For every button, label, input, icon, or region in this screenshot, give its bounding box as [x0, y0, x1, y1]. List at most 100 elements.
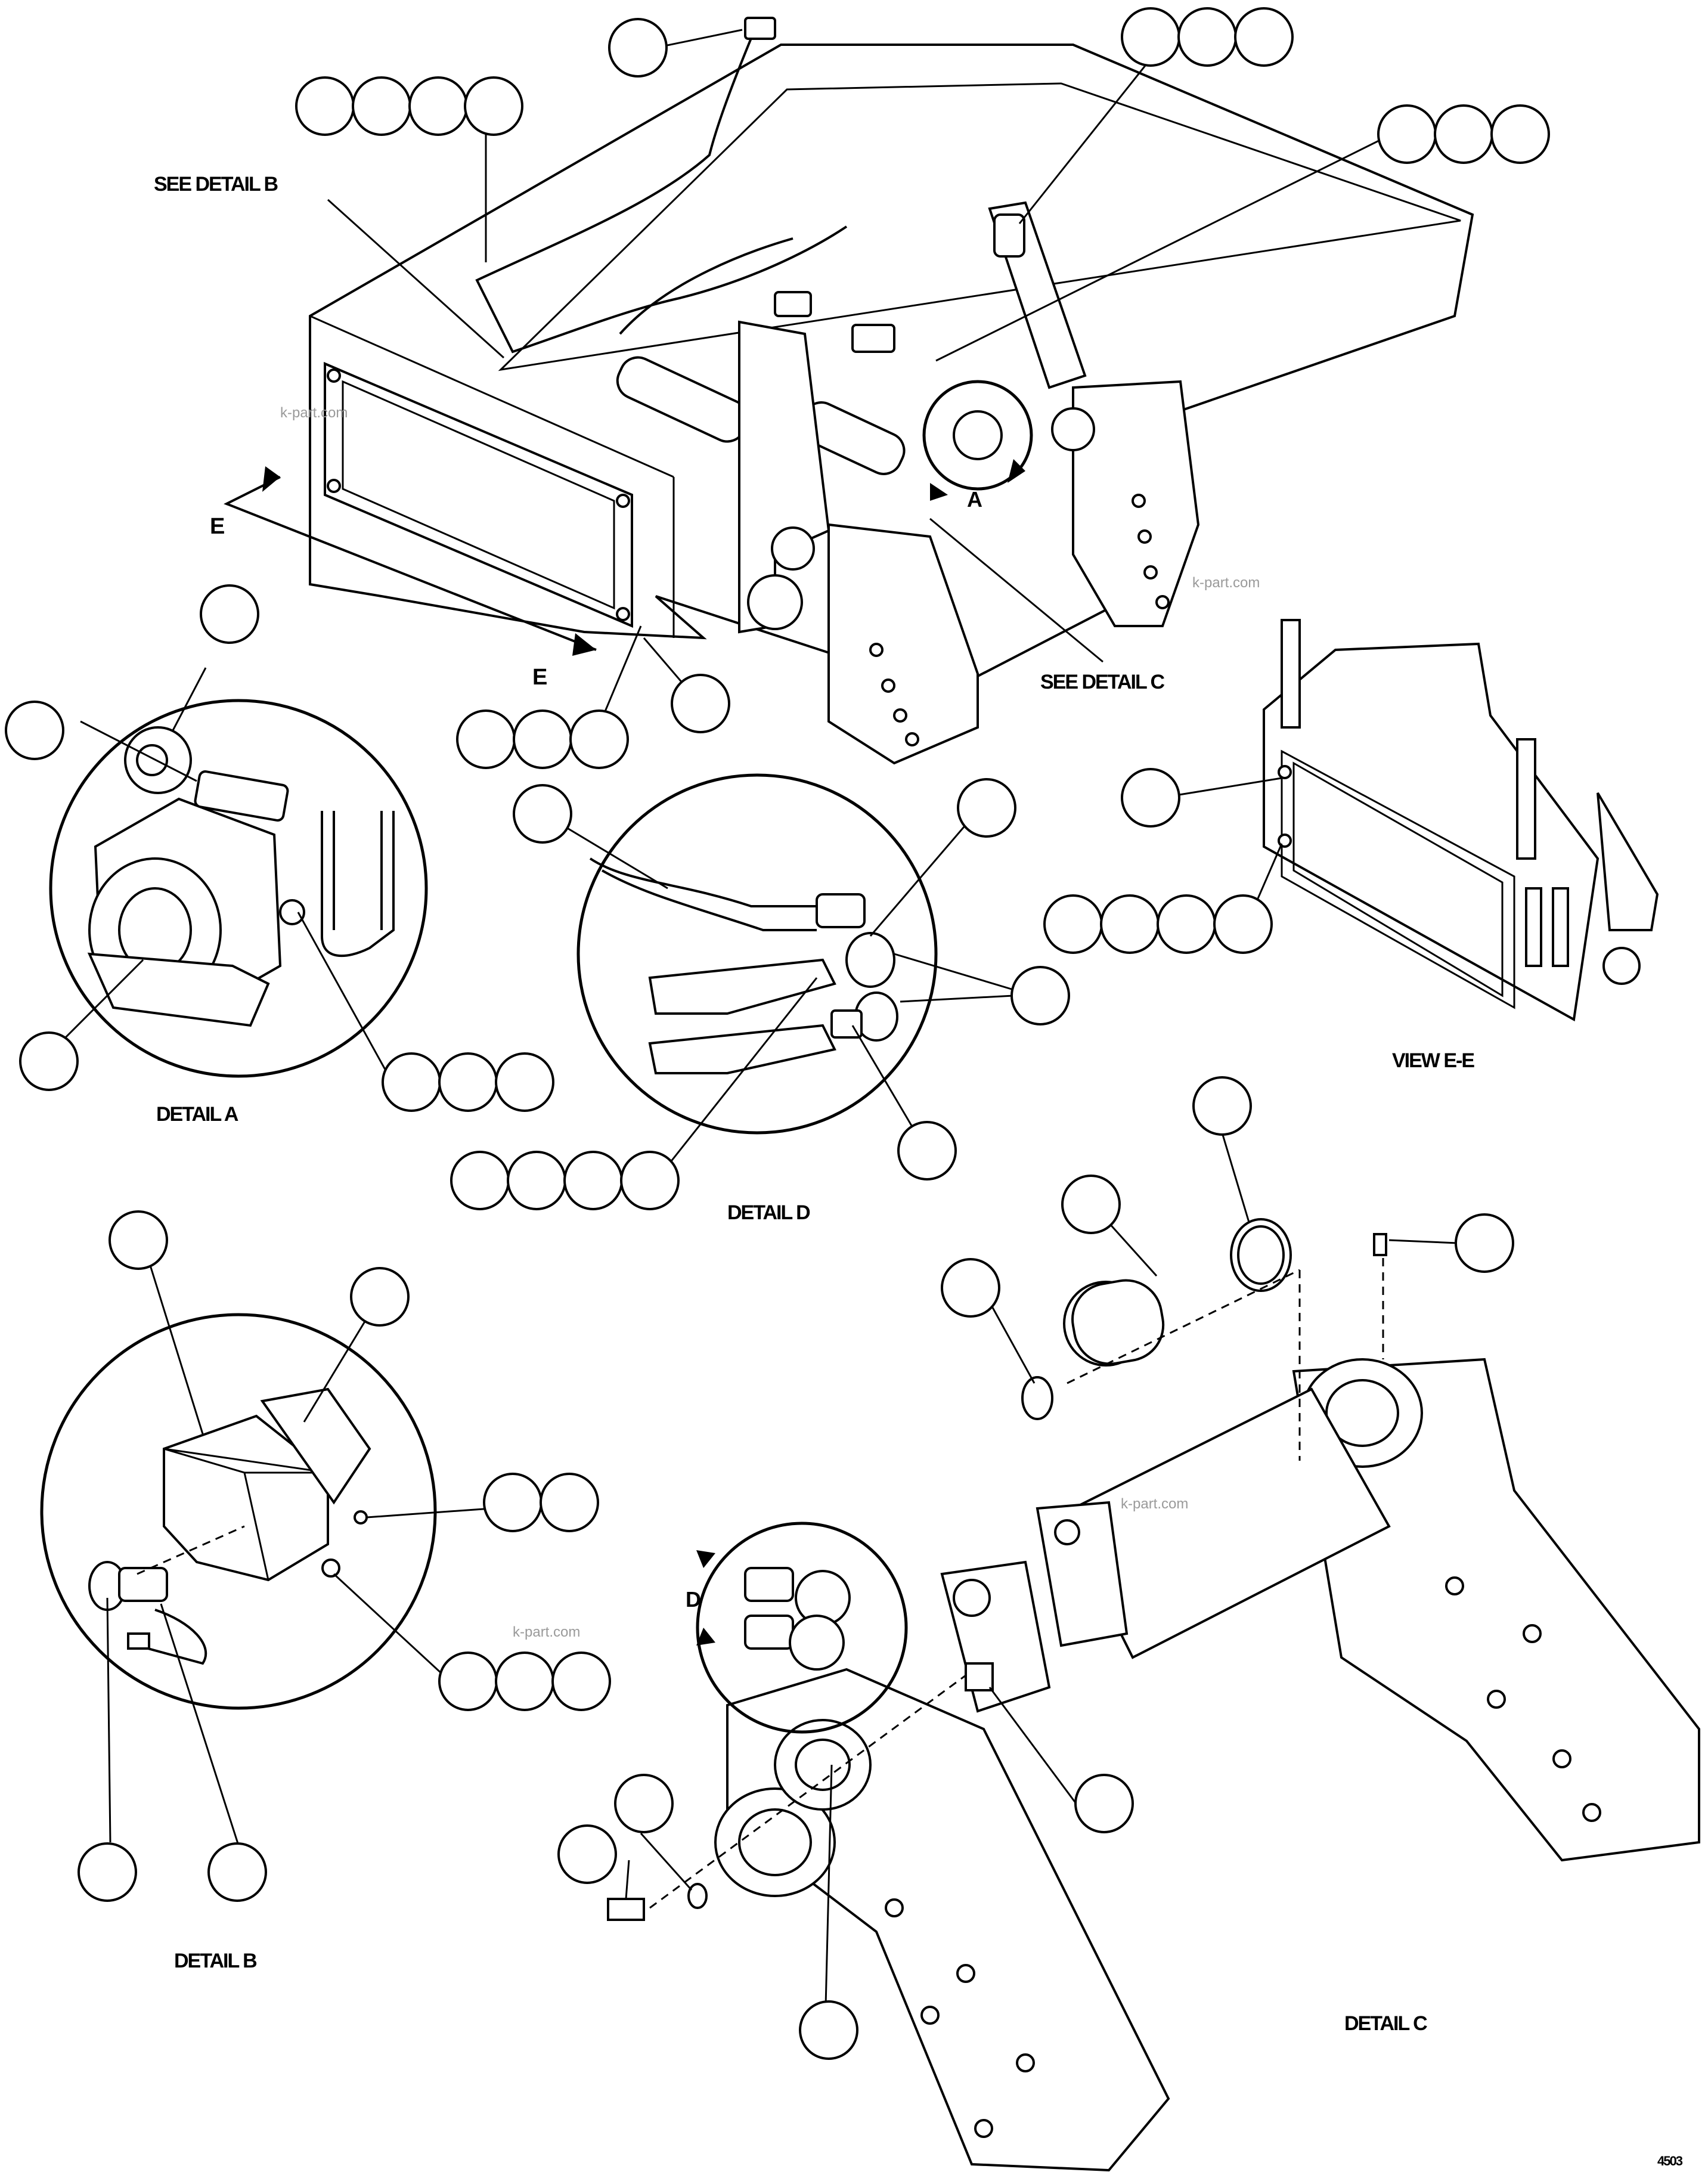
callout-bubble	[1157, 894, 1216, 954]
callout-bubble	[1192, 1076, 1252, 1136]
callout-bubble	[957, 778, 1016, 838]
watermark: k-part.com	[1121, 1496, 1188, 1512]
mount-plate-lower	[648, 1024, 836, 1074]
callout-bubble	[1177, 7, 1237, 67]
callout-bubble	[671, 674, 730, 733]
detail-b-bubbles	[78, 1210, 611, 1902]
mount-plate-upper	[648, 958, 836, 1015]
section-arrow-e-top	[262, 466, 280, 492]
callout-bubble	[19, 1031, 79, 1091]
relay-cover	[260, 1387, 371, 1505]
snap-ring	[1021, 1376, 1053, 1420]
detail-c	[607, 1218, 1700, 2172]
callout-bubble	[438, 1052, 498, 1112]
detail-b-circle	[40, 1313, 437, 1710]
callout-bubble	[1455, 1213, 1514, 1273]
watermark: k-part.com	[1192, 575, 1260, 591]
callout-bubble	[438, 1652, 498, 1711]
callout-bubble	[1377, 104, 1437, 164]
callout-bubble	[1234, 7, 1294, 67]
callout-bubble	[563, 1151, 623, 1210]
callout-bubble	[799, 2000, 858, 2060]
pivot-arm-right	[1292, 1358, 1700, 1862]
main-assembly	[224, 17, 1474, 765]
detail-a-label: DETAIL A	[156, 1103, 238, 1126]
detail-a-callout-circle	[922, 380, 1033, 491]
callout-bubble	[1434, 104, 1493, 164]
detail-a-bubbles	[5, 584, 554, 1112]
callout-bubble	[350, 1267, 410, 1327]
callout-bubble	[483, 1473, 543, 1532]
watermark: k-part.com	[280, 405, 348, 421]
detail-d-callout-circle	[696, 1522, 908, 1734]
section-e-label-bottom: E	[532, 665, 547, 690]
callout-bubble	[551, 1652, 611, 1711]
detail-c-leaders	[625, 1132, 1458, 2007]
figure-code: 4503	[1657, 2154, 1683, 2168]
callout-bubble	[109, 1210, 168, 1270]
section-line-e	[224, 476, 597, 651]
callout-bubble	[513, 784, 572, 844]
detail-b-leaders	[106, 1251, 492, 1846]
grease-fitting	[1373, 1233, 1387, 1256]
section-arrow-e-bottom	[572, 633, 596, 656]
callout-bubble	[608, 18, 668, 78]
detail-c-label: DETAIL C	[1344, 2012, 1427, 2035]
main-leader-lines	[327, 29, 1393, 719]
detail-b	[40, 1313, 437, 1710]
callout-bubble	[620, 1151, 680, 1210]
view-ee-bubbles	[1043, 768, 1273, 954]
bolt	[607, 1898, 645, 1921]
see-detail-b-label: SEE DETAIL B	[154, 173, 278, 196]
detail-d-leaders	[563, 810, 1014, 1166]
detail-d-label: DETAIL D	[727, 1201, 810, 1224]
detail-a-circle	[49, 699, 428, 1078]
callout-bubble	[614, 1774, 674, 1833]
callout-bubble	[200, 584, 259, 644]
callout-bubble	[507, 1151, 566, 1210]
callout-bubble	[450, 1151, 510, 1210]
callout-d-label: D	[686, 1587, 700, 1612]
callout-a-label: A	[967, 487, 982, 512]
callout-bubble	[408, 76, 468, 136]
relay-box	[163, 1414, 329, 1582]
callout-bubble	[495, 1652, 554, 1711]
callout-bubble	[5, 701, 64, 760]
watermark: k-part.com	[513, 1624, 580, 1640]
callout-bubble	[382, 1052, 441, 1112]
detail-c-bubbles	[557, 1076, 1514, 2060]
callout-bubble	[1010, 966, 1070, 1025]
wiring-harness	[475, 23, 848, 354]
see-detail-c-label: SEE DETAIL C	[1040, 671, 1165, 693]
view-ee	[1263, 619, 1659, 1022]
cover-plate	[324, 361, 633, 628]
callout-bubble	[1121, 768, 1180, 828]
detail-d-bubbles	[450, 778, 1070, 1210]
callout-bubble	[352, 76, 411, 136]
callout-bubble	[495, 1052, 554, 1112]
callout-bubble	[456, 709, 516, 769]
detail-d-circle	[576, 773, 938, 1135]
callout-bubble	[941, 1258, 1000, 1318]
callout-bubble	[1213, 894, 1273, 954]
callout-bubble	[1061, 1175, 1121, 1234]
callout-bubble	[295, 76, 355, 136]
detail-b-label: DETAIL B	[174, 1950, 257, 1972]
callout-bubble	[513, 709, 572, 769]
washer	[687, 1883, 708, 1909]
main-callout-bubbles	[295, 7, 1550, 769]
callout-bubble	[569, 709, 629, 769]
callout-bubble	[540, 1473, 599, 1532]
callout-bubble	[1074, 1774, 1134, 1833]
callout-bubble	[1100, 894, 1160, 954]
mount-plate-lower	[827, 523, 979, 765]
callout-bubble	[557, 1824, 617, 1884]
callout-bubble	[464, 76, 523, 136]
detail-a	[49, 699, 428, 1078]
callout-bubble	[207, 1842, 267, 1902]
callout-bubble	[1121, 7, 1180, 67]
frame-top-face	[498, 82, 1461, 371]
section-e-label-top: E	[210, 514, 224, 539]
detail-d	[576, 773, 938, 1135]
